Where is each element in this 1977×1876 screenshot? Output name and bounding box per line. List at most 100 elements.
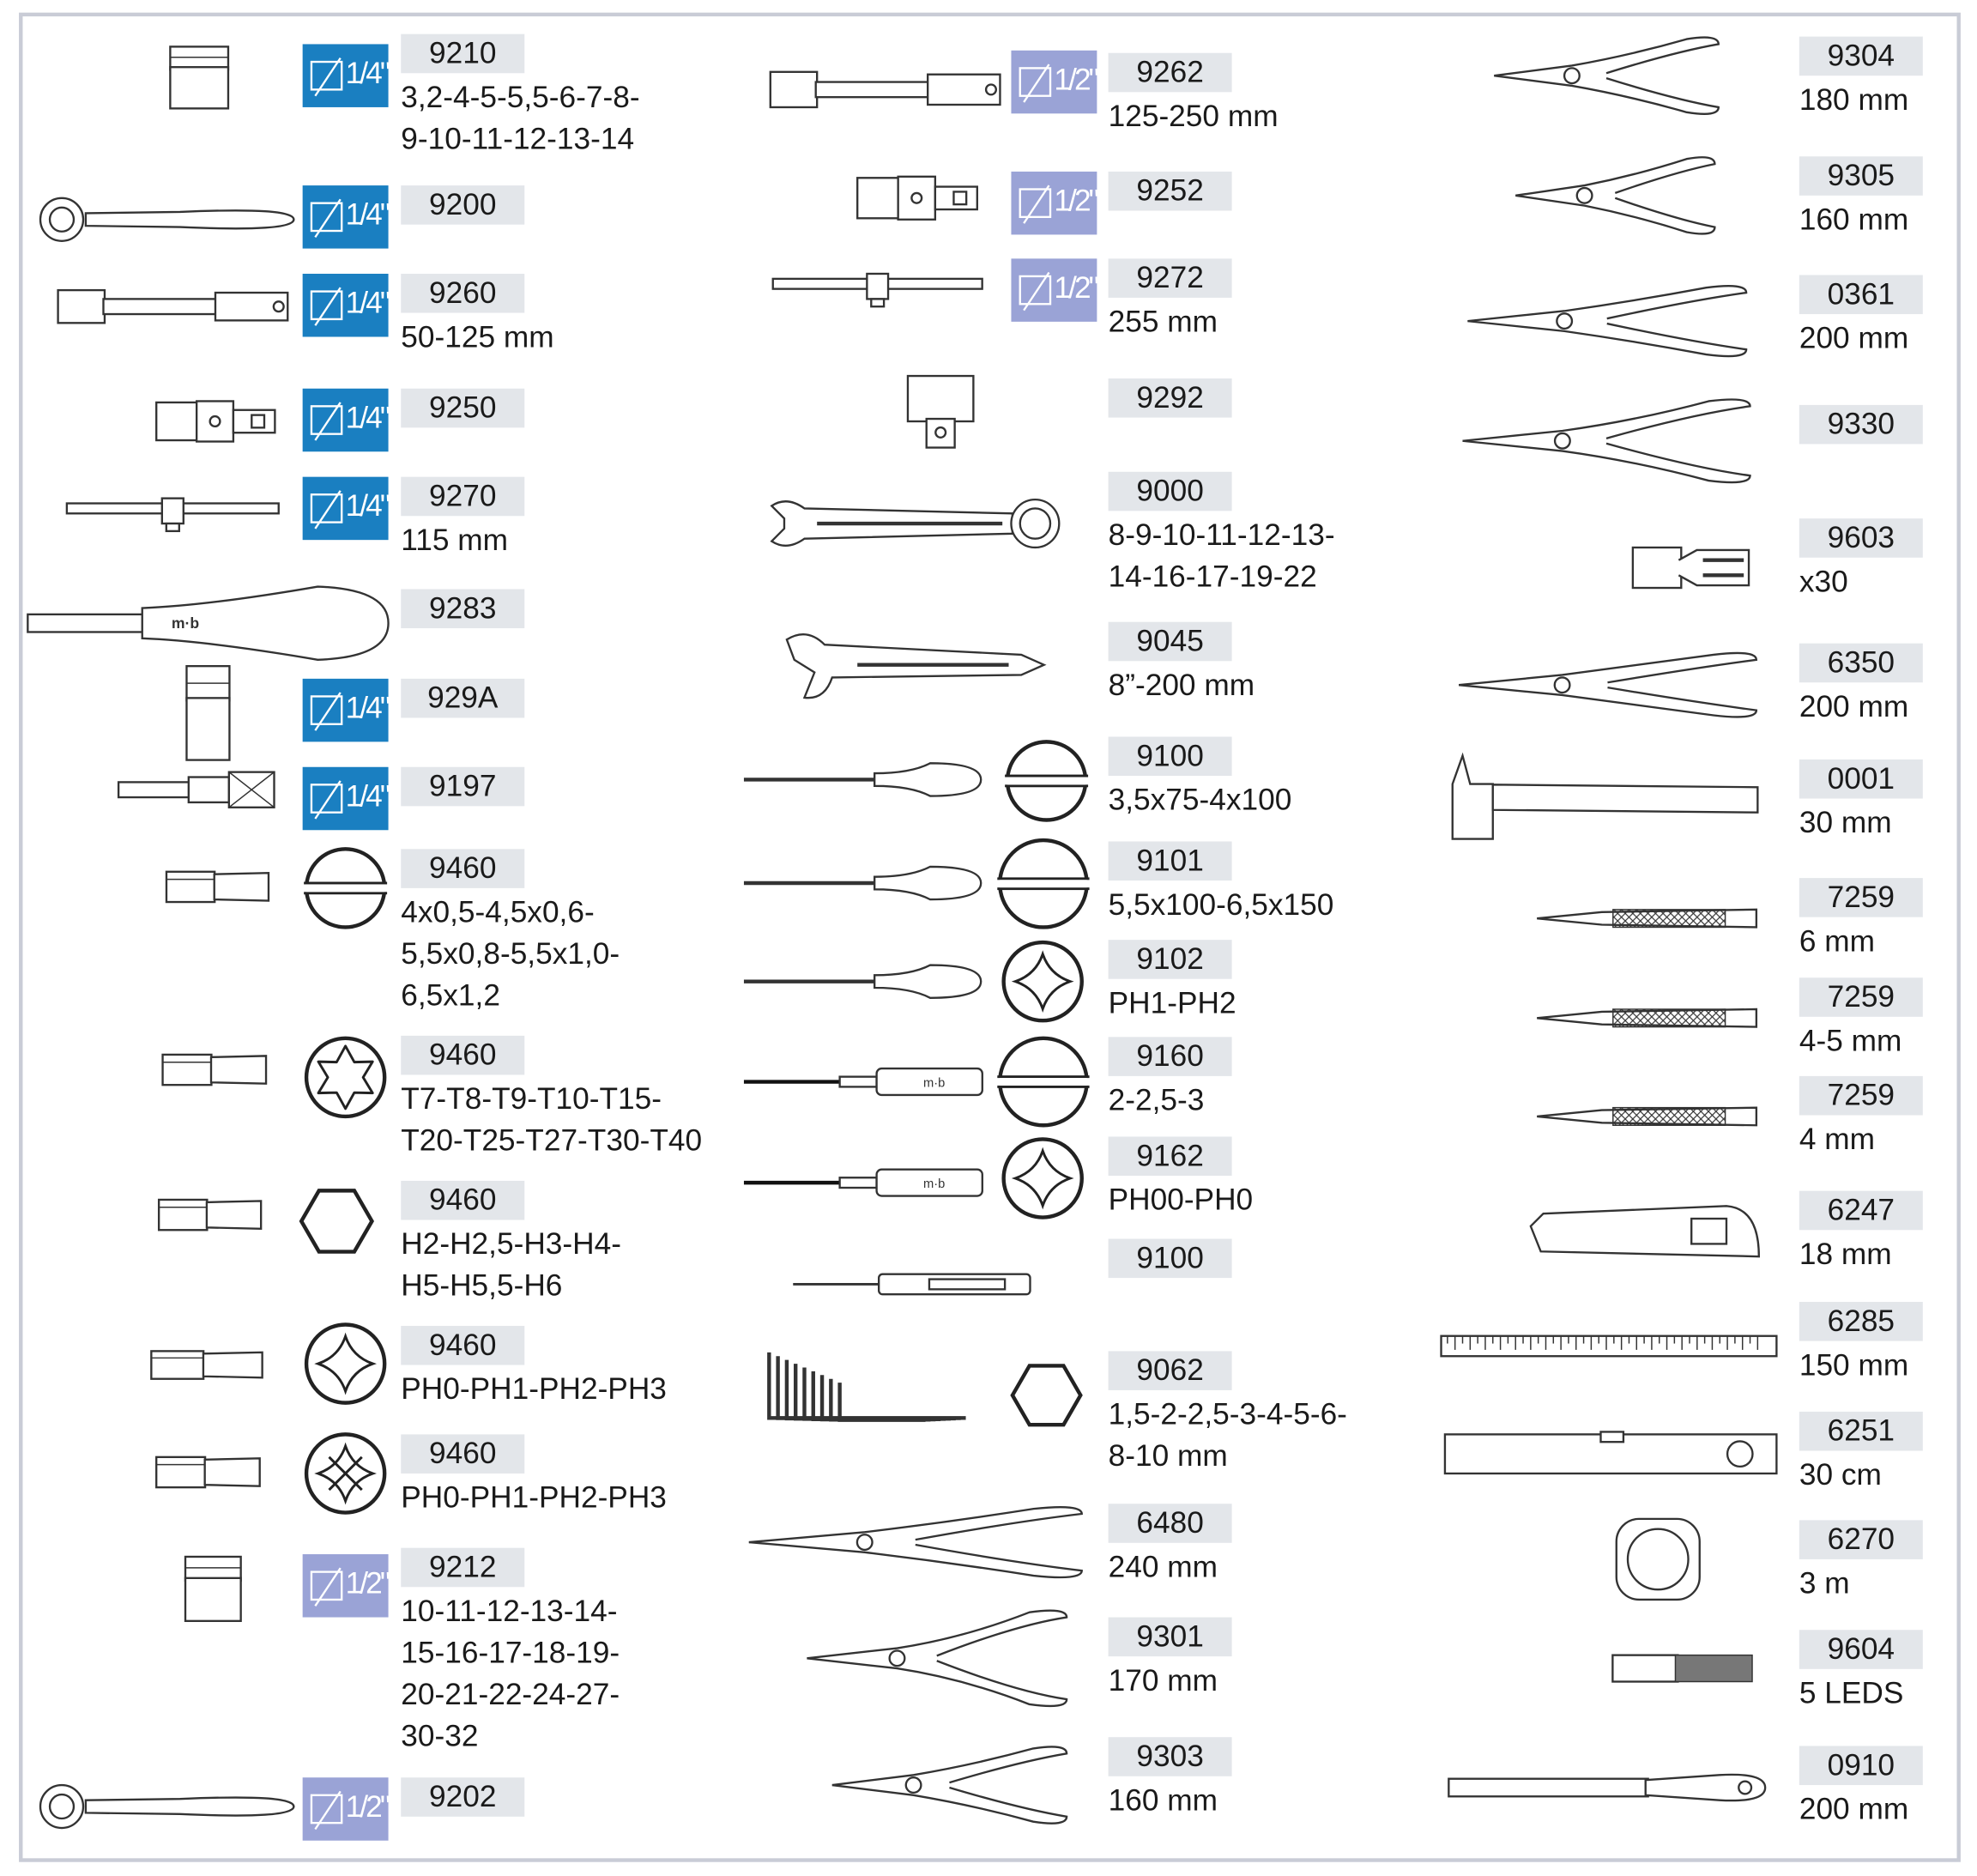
item-description: 200 mm <box>1799 1792 1909 1827</box>
hex-bit-icon <box>157 1198 263 1232</box>
drive-size-badge: 1/4" <box>302 44 391 107</box>
ratchet-icon <box>39 197 295 242</box>
item-description: 10-11-12-13-14- <box>401 1595 618 1629</box>
item-description: 14-16-17-19-22 <box>1108 560 1317 595</box>
item-code: 9460 <box>401 1434 525 1474</box>
drive-size-badge: 1/2" <box>1011 171 1099 235</box>
adjustable-wrench-icon <box>785 633 1047 699</box>
ratchet-icon <box>39 1783 295 1830</box>
phillips-profile-icon <box>1001 940 1084 1023</box>
square-drive-icon <box>1019 271 1052 312</box>
item-description: 6,5x1,2 <box>401 978 500 1014</box>
precision-screwdriver-icon: m·b <box>743 1168 983 1197</box>
item-code: 7259 <box>1799 977 1923 1017</box>
item-code: 9283 <box>401 589 525 629</box>
drive-size-label: 1/4" <box>345 691 391 726</box>
item-code: 7259 <box>1799 1075 1923 1116</box>
item-description: 3,2-4-5-5,5-6-7-8- <box>401 81 640 115</box>
drive-size-label: 1/2" <box>345 1789 391 1825</box>
item-description: 30 mm <box>1799 806 1892 841</box>
combination-wrench-icon <box>770 498 1061 549</box>
svg-text:m·b: m·b <box>923 1177 945 1191</box>
drive-size-label: 1/4" <box>345 286 391 321</box>
socket-icon <box>169 45 230 110</box>
item-description: 50-125 mm <box>401 320 554 355</box>
square-drive-icon <box>310 402 343 441</box>
item-description: 255 mm <box>1108 305 1218 340</box>
item-description: T20-T25-T27-T30-T40 <box>401 1123 703 1159</box>
bit-handle-icon: m·b <box>27 585 390 661</box>
item-description: 30 cm <box>1799 1458 1882 1493</box>
item-description: 240 mm <box>1108 1550 1218 1585</box>
square-drive-icon <box>310 57 343 97</box>
square-drive-icon <box>310 780 343 820</box>
extension-bar-icon <box>57 288 289 324</box>
item-code: 9460 <box>401 1180 525 1220</box>
bit-adapter-icon <box>117 771 275 808</box>
punch-icon <box>1537 908 1758 929</box>
drive-size-badge: 1/2" <box>302 1777 391 1841</box>
item-code: 9301 <box>1108 1617 1232 1657</box>
slotted-profile-icon <box>1003 740 1090 822</box>
item-description: 180 mm <box>1799 83 1909 118</box>
drive-size-label: 1/4" <box>345 197 391 233</box>
item-description: 115 mm <box>401 523 509 558</box>
item-code: 9202 <box>401 1777 525 1817</box>
item-code: 9102 <box>1108 940 1232 979</box>
item-description: T7-T8-T9-T10-T15- <box>401 1082 662 1117</box>
utility-knife-icon <box>1529 1205 1760 1258</box>
wire-stripper-icon <box>831 1746 1068 1825</box>
square-drive-icon <box>310 1567 343 1607</box>
square-drive-icon <box>1019 185 1052 224</box>
voltage-tester-icon <box>793 1273 1031 1296</box>
drive-size-label: 1/2" <box>1054 63 1099 98</box>
item-code: 9045 <box>1108 621 1232 662</box>
drive-size-label: 1/4" <box>345 57 391 91</box>
item-code: 9062 <box>1108 1351 1232 1390</box>
screwdriver-icon <box>743 964 982 999</box>
item-code: 6247 <box>1799 1190 1923 1231</box>
item-code: 9292 <box>1108 378 1232 418</box>
item-description: 8-10 mm <box>1108 1439 1228 1474</box>
square-drive-icon <box>310 490 343 530</box>
phillips-profile-icon <box>1001 1137 1084 1219</box>
item-description: 4-5 mm <box>1799 1024 1902 1059</box>
item-description: 30-32 <box>401 1719 479 1754</box>
combination-pliers-icon <box>1494 36 1720 115</box>
item-description: 4x0,5-4,5x0,6- <box>401 895 595 930</box>
screwdriver-icon <box>743 762 982 797</box>
item-description: PH0-PH1-PH2-PH3 <box>401 1372 667 1407</box>
drive-size-label: 1/4" <box>345 489 391 524</box>
item-code: 6350 <box>1799 643 1923 683</box>
item-code: 9260 <box>401 273 525 313</box>
item-description: 3,5x75-4x100 <box>1108 783 1292 818</box>
item-description: PH00-PH0 <box>1108 1183 1254 1218</box>
file-icon <box>1448 1773 1767 1802</box>
extension-bar-icon <box>769 70 1001 109</box>
terminal-icon <box>1631 546 1750 590</box>
long-socket-icon <box>185 664 231 761</box>
phillips-bit-icon <box>150 1350 263 1380</box>
drive-size-label: 1/2" <box>345 1566 391 1601</box>
water-pump-pliers-icon <box>748 1505 1083 1579</box>
item-description: 160 mm <box>1108 1783 1218 1819</box>
hex-profile-icon <box>1010 1364 1083 1427</box>
slotted-profile-icon <box>995 1036 1091 1128</box>
item-code: 9272 <box>1108 258 1232 298</box>
item-description: 5,5x100-6,5x150 <box>1108 887 1334 923</box>
diagonal-cutter-icon <box>1515 156 1716 235</box>
item-description: H2-H2,5-H3-H4- <box>401 1227 621 1262</box>
long-nose-pliers-icon <box>807 1609 1068 1708</box>
item-code: 9000 <box>1108 471 1232 511</box>
drive-size-badge: 1/2" <box>1011 258 1099 322</box>
item-code: 0001 <box>1799 759 1923 799</box>
item-code: 6480 <box>1108 1504 1232 1543</box>
svg-text:m·b: m·b <box>923 1076 945 1090</box>
item-code: 9330 <box>1799 404 1923 445</box>
hex-key-set-icon <box>767 1352 966 1422</box>
universal-joint-icon <box>856 175 978 221</box>
item-code: 0361 <box>1799 275 1923 315</box>
item-code: 9210 <box>401 33 525 74</box>
crimping-pliers-icon <box>1462 398 1751 484</box>
